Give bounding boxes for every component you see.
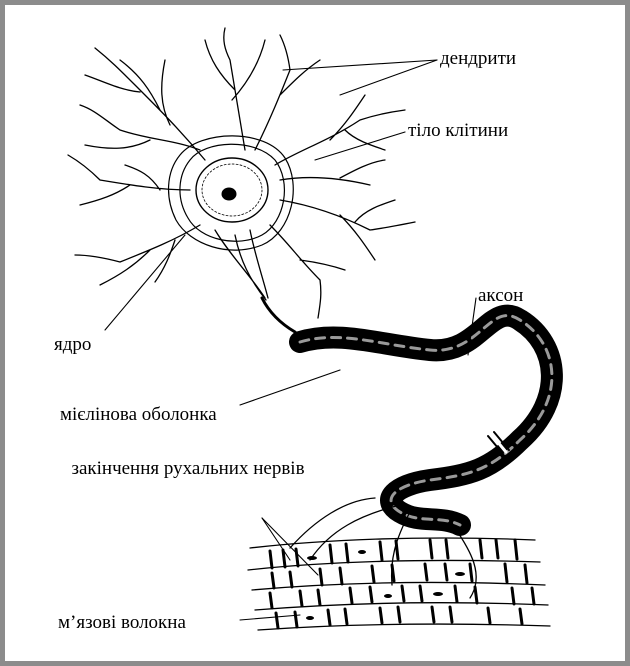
label-cell-body: тіло клітини	[408, 120, 508, 142]
myelinated-axon-drawing	[300, 316, 552, 525]
label-myelin-sheath: мієлінова оболонка	[60, 404, 217, 426]
dendrites-drawing	[68, 28, 415, 318]
label-nucleus: ядро	[54, 334, 91, 356]
nucleus-drawing	[196, 158, 268, 222]
muscle-fibers-drawing	[248, 538, 550, 630]
axon-hillock-drawing	[262, 298, 295, 332]
label-muscle-fibers: м’язові волокна	[58, 612, 186, 634]
label-motor-nerve-endings: закінчення рухальних нервів	[58, 458, 318, 480]
label-dendrites: дендрити	[440, 48, 516, 70]
striations	[270, 540, 534, 628]
label-axon: аксон	[478, 285, 523, 307]
